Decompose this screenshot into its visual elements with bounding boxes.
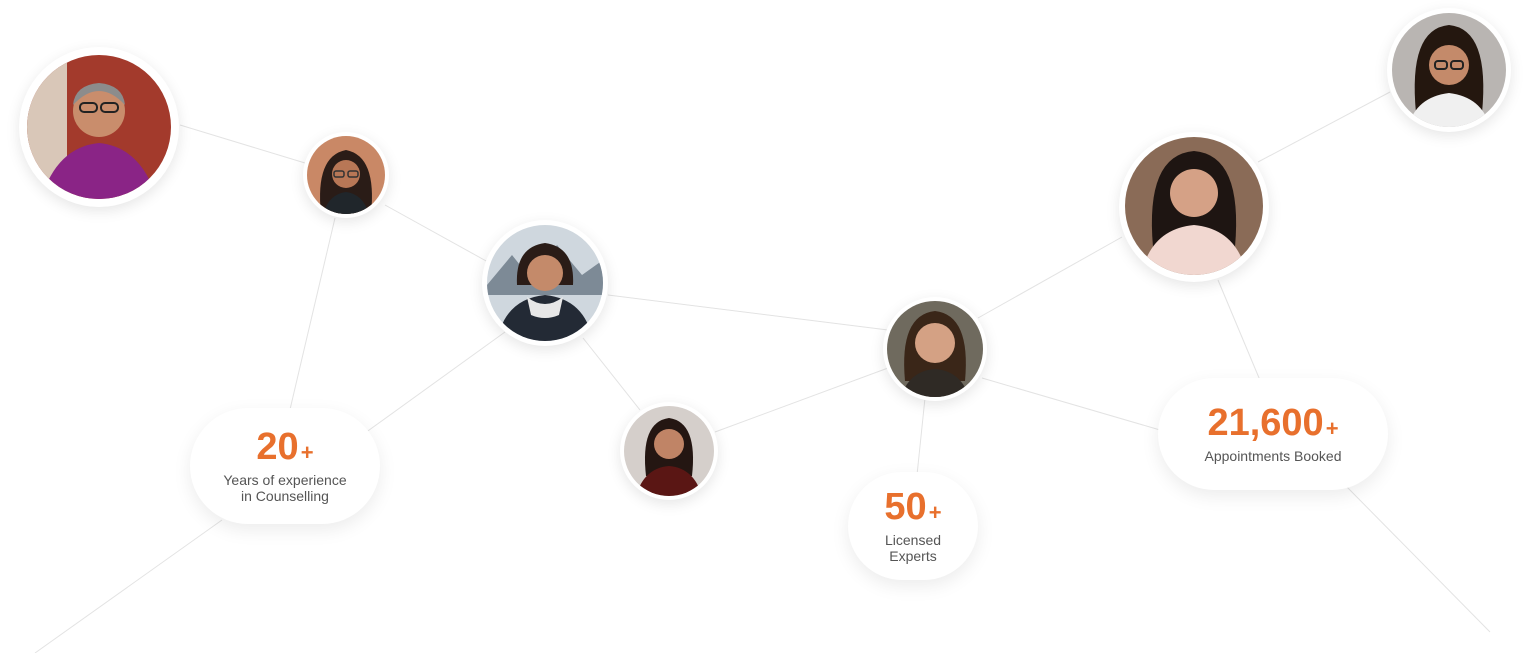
stat-experts-label: Licensed Experts (885, 532, 941, 564)
expert-photo (307, 136, 385, 214)
expert-photo (1125, 137, 1263, 275)
connector-line (34, 519, 223, 653)
expert-avatar (19, 47, 179, 207)
stat-experience-value: 20+ (256, 428, 313, 466)
connector-line (179, 124, 306, 164)
stat-appointments-label: Appointments Booked (1204, 448, 1342, 464)
stat-label-line: Years of experience (223, 472, 347, 488)
connector-line (582, 337, 641, 411)
expert-avatar (1387, 8, 1511, 132)
connector-line (607, 294, 889, 331)
expert-avatar (1119, 132, 1269, 282)
stat-appointments: 21,600+ Appointments Booked (1158, 378, 1388, 490)
expert-photo (27, 55, 171, 199)
stat-appointments-value: 21,600+ (1207, 404, 1338, 442)
stat-experience: 20+ Years of experience in Counselling (190, 408, 380, 524)
stat-plus: + (1325, 416, 1339, 441)
stat-number: 50 (884, 486, 927, 528)
stat-plus: + (928, 500, 942, 525)
expert-avatar (303, 132, 389, 218)
connector-line (916, 397, 926, 476)
connector-line (1217, 279, 1263, 386)
stat-plus: + (300, 440, 314, 465)
stat-experts: 50+ Licensed Experts (848, 472, 978, 580)
expert-photo (1392, 13, 1506, 127)
connector-line (287, 217, 336, 419)
expert-avatar (620, 402, 718, 500)
connector-line (981, 377, 1161, 431)
connector-line (977, 236, 1123, 319)
stat-label-line: Experts (889, 548, 937, 564)
expert-photo (487, 225, 603, 341)
stat-experts-value: 50+ (884, 488, 941, 526)
expert-avatar (883, 297, 987, 401)
connector-line (1344, 484, 1491, 633)
connector-line (714, 367, 889, 433)
stat-experience-label: Years of experience in Counselling (223, 472, 346, 504)
expert-avatar (482, 220, 608, 346)
stat-number: 20 (256, 426, 299, 468)
expert-photo (624, 406, 714, 496)
connector-line (1257, 91, 1391, 163)
expert-photo (887, 301, 983, 397)
stat-label-line: Licensed (884, 532, 942, 548)
stat-label-line: in Counselling (241, 488, 329, 504)
connector-line (364, 331, 506, 434)
stat-number: 21,600 (1207, 402, 1324, 444)
connector-line (384, 204, 489, 263)
